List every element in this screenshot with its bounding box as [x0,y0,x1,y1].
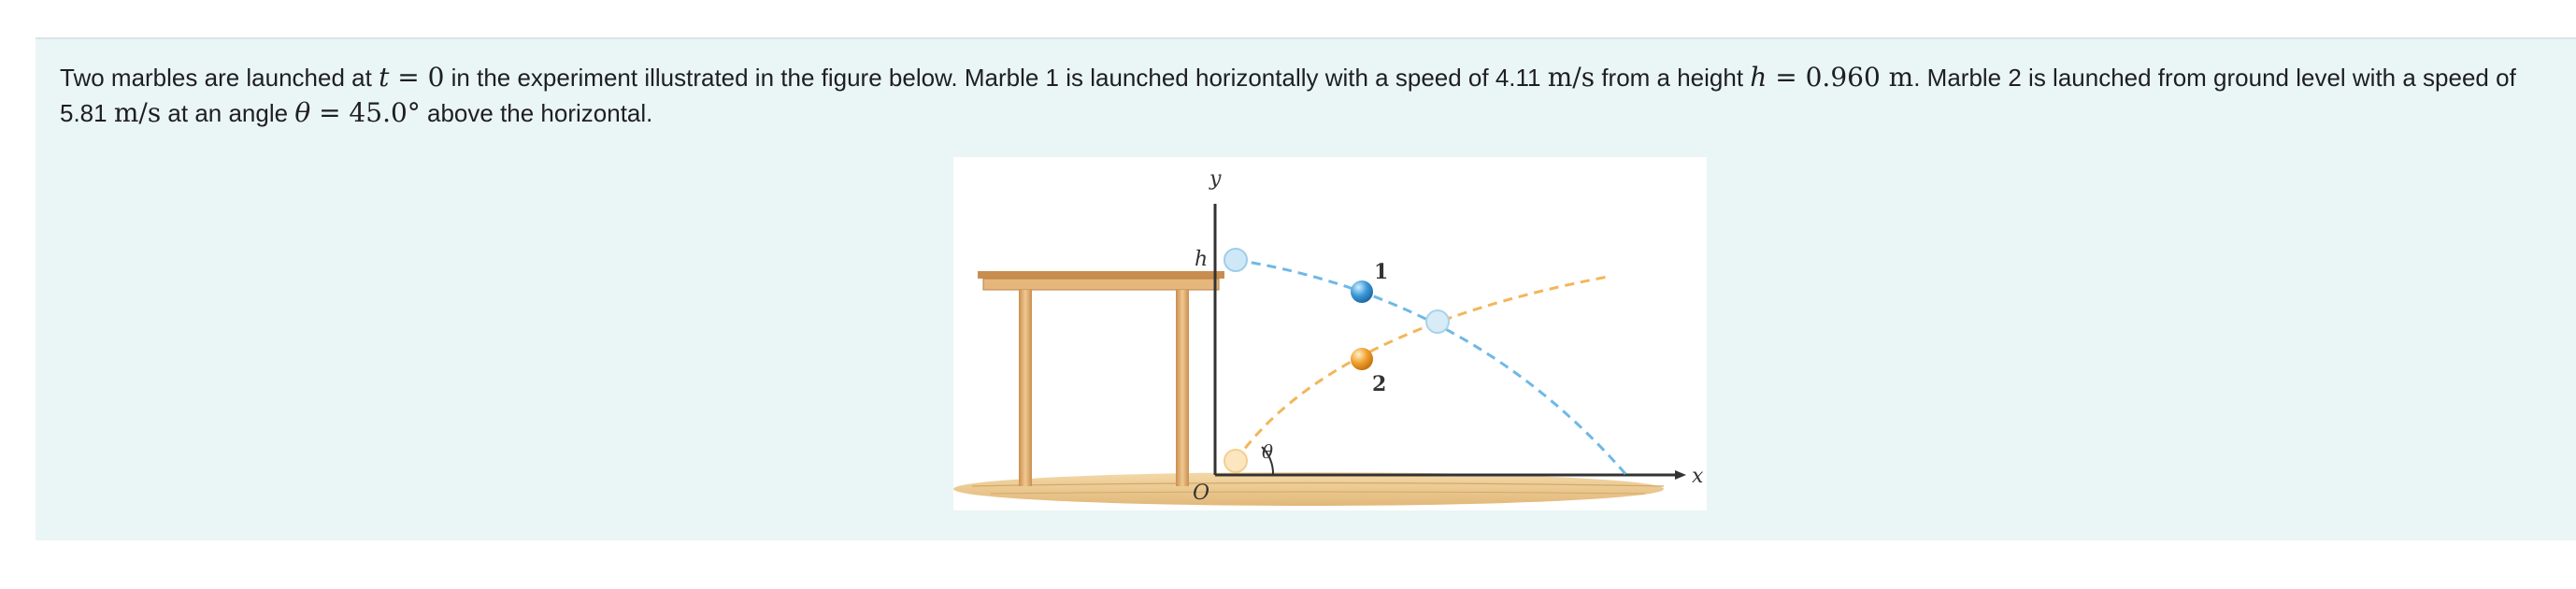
table-leg-right [1176,290,1189,486]
experiment-figure: y x O h 1 2 θ [953,157,1707,510]
problem-statement: Two marbles are launched at t = 0 in the… [60,60,2527,131]
text-part-5: at an angle [161,99,295,127]
marble-collision-ghost [1425,309,1450,334]
table-top-edge [978,271,1224,279]
math-h-equals: h = 0.960 m [1750,62,1914,93]
table [978,271,1224,486]
marble-1-start [1224,248,1248,272]
x-axis-label: x [1692,465,1704,488]
marble-1-label: 1 [1374,260,1388,284]
text-part-2: in the experiment illustrated in the fig… [444,64,1548,92]
table-top [982,278,1220,291]
angle-arc [1261,446,1275,476]
y-axis-label: y [1209,167,1222,191]
math-t-equals: t = 0 [379,62,445,93]
math-theta-equals: θ = 45.0° [294,97,421,128]
marble-1-trajectory [1235,258,1628,476]
experiment-diagram: y x O h 1 2 θ [953,167,1704,506]
marble-2 [1351,348,1373,370]
marble-2-trajectory [1234,275,1609,462]
text-part-6: above the horizontal. [420,99,653,127]
marble-2-start [1224,449,1248,473]
text-part-3: from a height [1595,64,1751,92]
angle-label: θ [1262,440,1273,463]
floor-grain [990,491,1646,495]
math-unit-speed-2: m/s [113,97,162,128]
height-label: h [1195,248,1208,271]
math-unit-speed-1: m/s [1547,62,1596,93]
marble-2-label: 2 [1372,372,1386,396]
text-part-4: . Marble 2 is launched from ground level… [60,64,2516,127]
table-leg-left [1019,290,1032,486]
origin-label: O [1193,481,1209,505]
x-axis-arrow [1675,470,1686,480]
marble-1 [1351,280,1373,303]
floor-grain [971,481,1665,487]
text-part-1: Two marbles are launched at [60,64,379,92]
floor [953,472,1664,506]
